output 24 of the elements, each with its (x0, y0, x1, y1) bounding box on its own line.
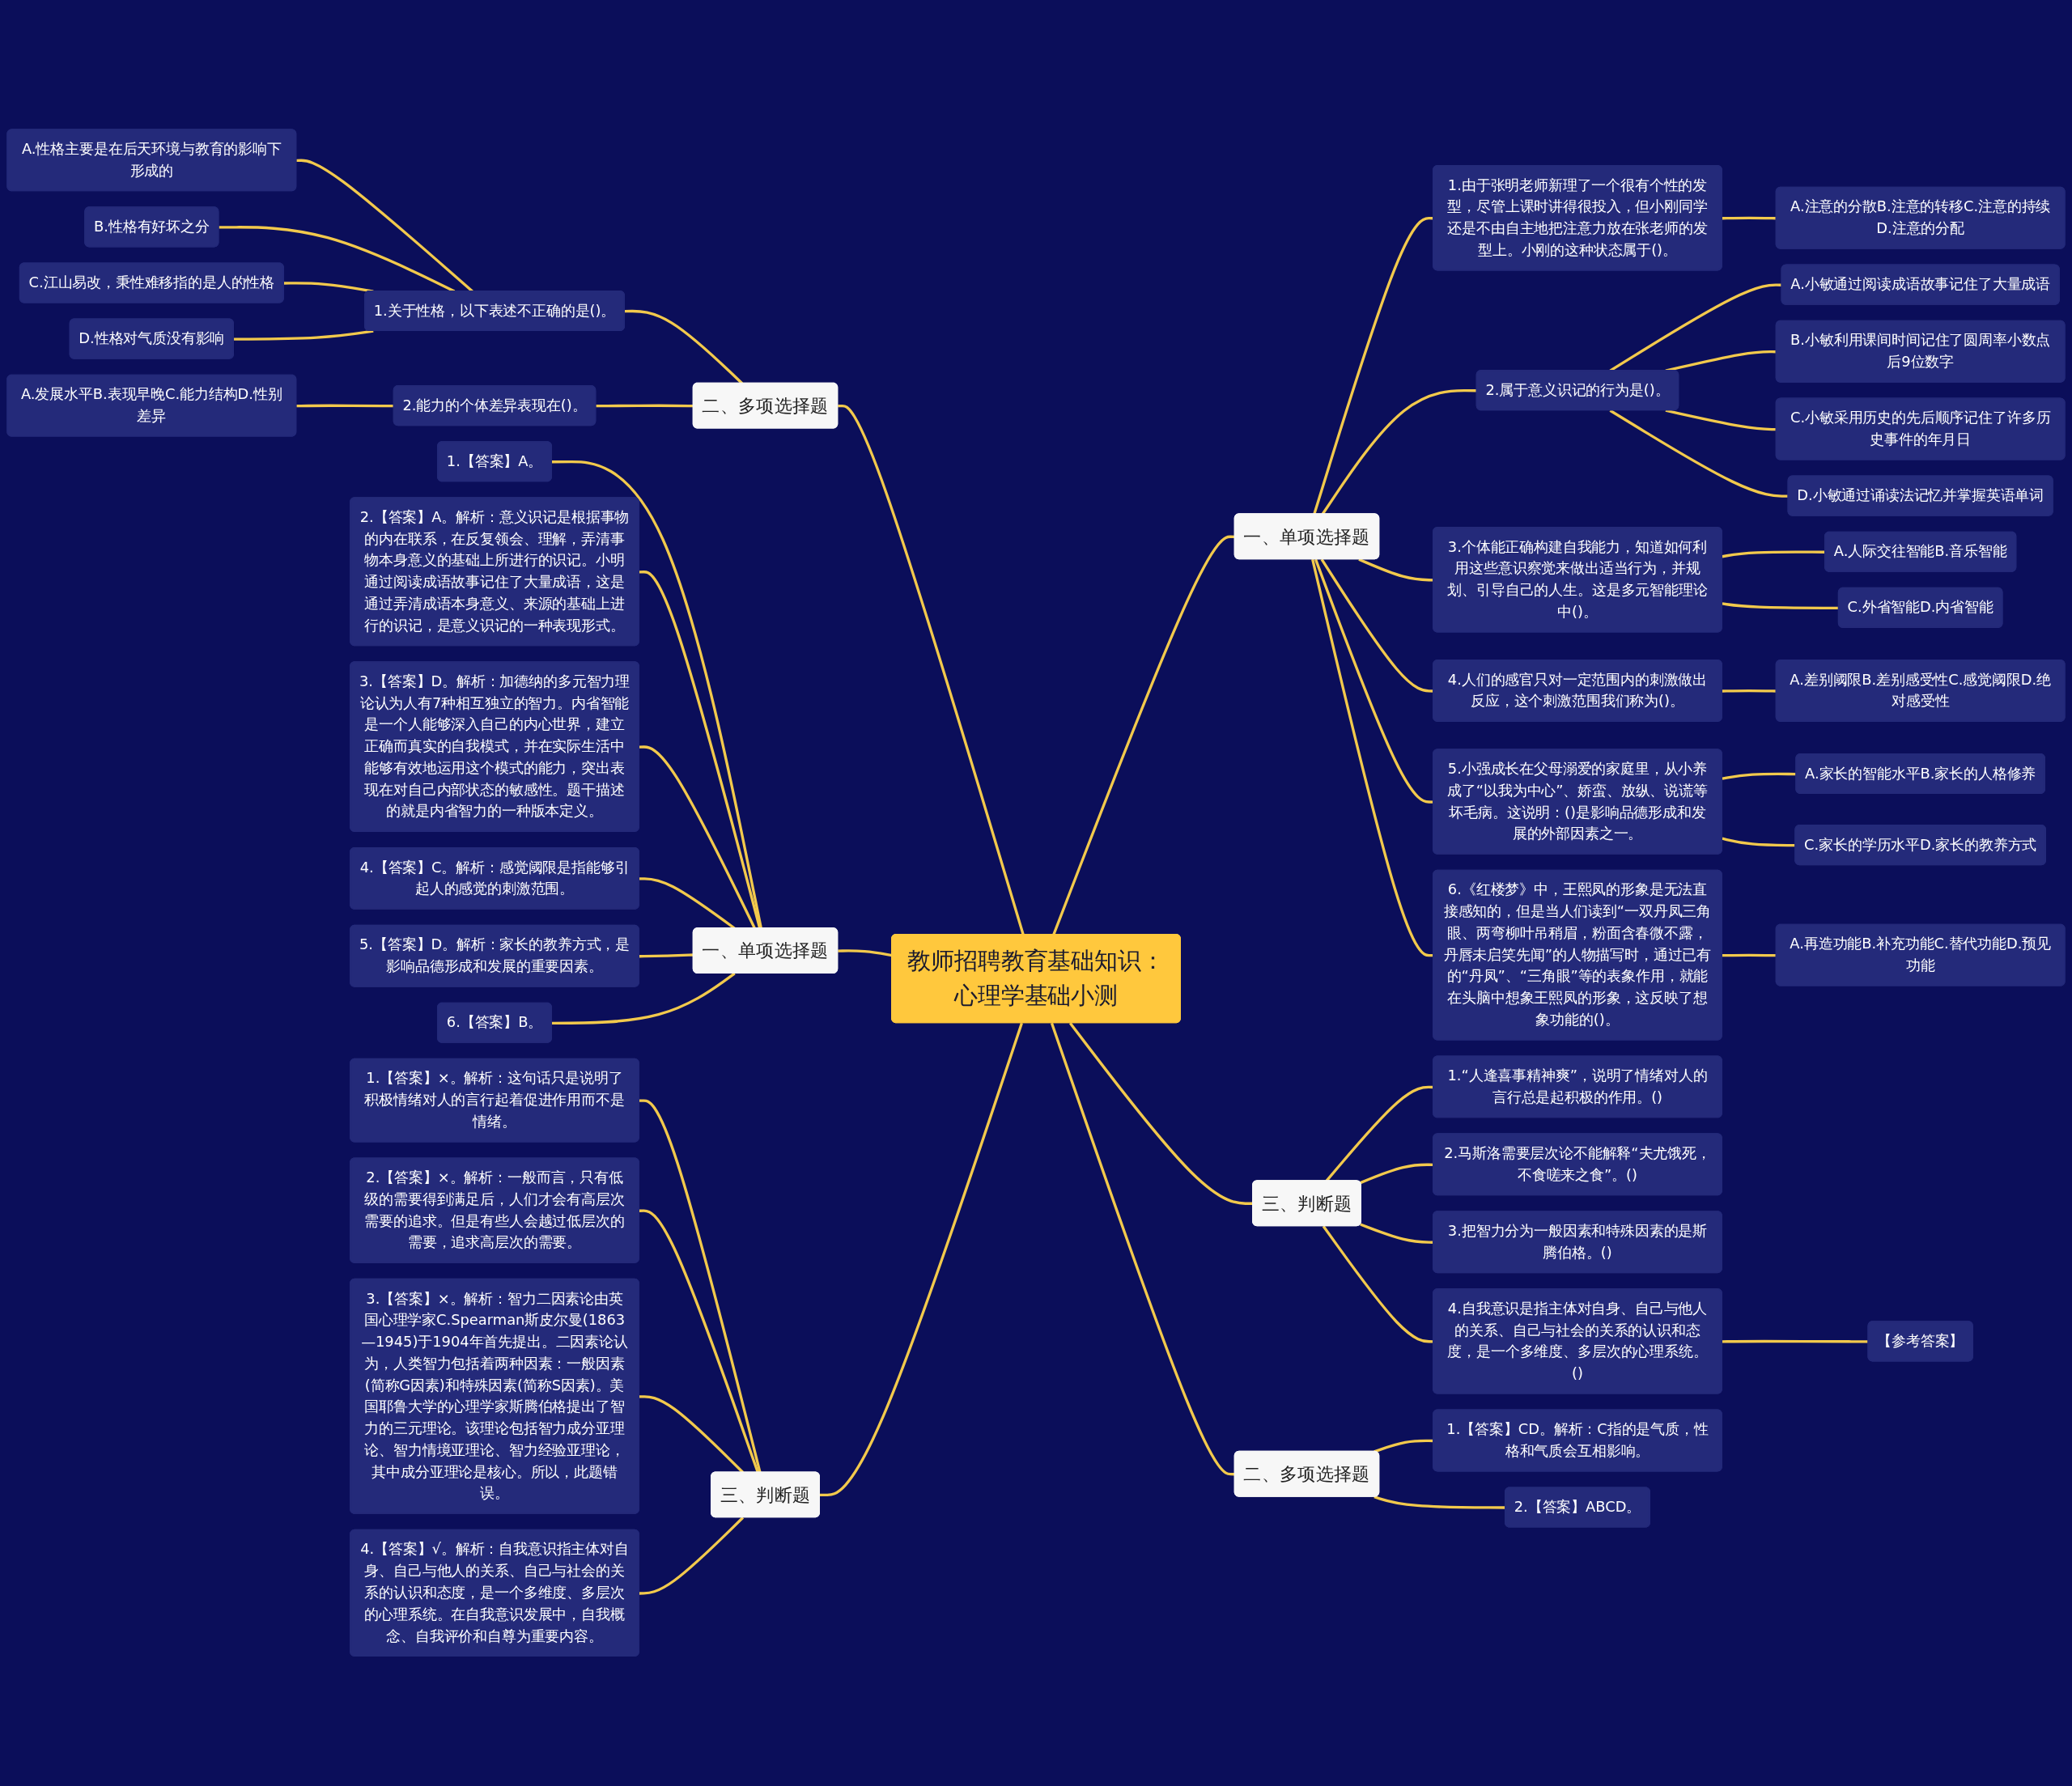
connector (234, 329, 374, 342)
connector (1052, 535, 1235, 935)
connector (639, 1209, 759, 1474)
connector (551, 972, 736, 1025)
connector (639, 1517, 745, 1595)
connector (219, 226, 456, 293)
connector (1722, 1340, 1869, 1343)
connector (639, 1099, 762, 1474)
connector (1722, 602, 1839, 610)
connector (1321, 389, 1477, 515)
connector (639, 571, 762, 929)
connector (596, 404, 694, 408)
connector (1665, 409, 1777, 431)
connector (1722, 217, 1777, 220)
connector (296, 404, 394, 408)
connector (1609, 283, 1782, 372)
connector (1609, 409, 1789, 498)
connector (819, 1023, 1023, 1497)
connector (838, 405, 1025, 935)
connector (551, 460, 763, 929)
connector (1722, 953, 1777, 957)
connector (1722, 689, 1777, 693)
connector (1050, 1023, 1235, 1476)
connector (639, 953, 694, 958)
